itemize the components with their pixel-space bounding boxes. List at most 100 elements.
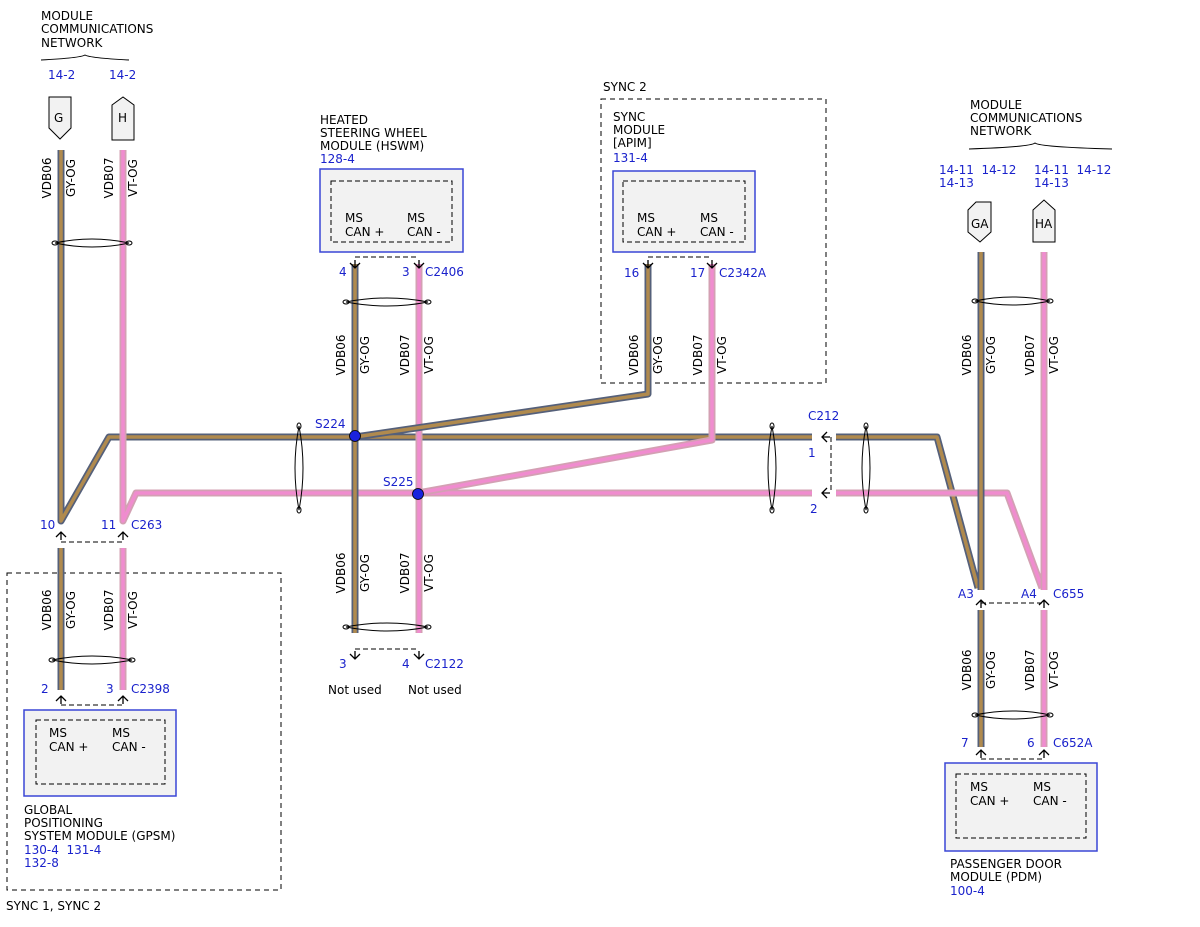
gpsm-pin-plus: 2 [41, 682, 49, 696]
twist-main-3-end-1 [863, 506, 869, 514]
c263-pin-plus: 10 [40, 518, 55, 532]
twist-pdm-end-1 [1046, 712, 1054, 718]
wire-minus-apim-sheath [417, 264, 716, 497]
apim-pin-plus: 16 [624, 266, 639, 280]
apim-minus-label-1: MS [700, 211, 718, 225]
apim-ref: 131-4 [613, 151, 648, 165]
wire-plus-left [59, 150, 355, 523]
splice-s224-label: S224 [315, 417, 346, 431]
twist-main-2 [767, 425, 777, 511]
pdm-connector: C652A [1053, 736, 1093, 750]
vlabel-ga-ha-minus-color: VT-OG [1047, 336, 1061, 374]
twist-main-2-end-0 [769, 422, 775, 430]
connector-dash-links [61, 256, 1044, 760]
hswm-connector: C2406 [425, 265, 464, 279]
gpsm-module: MS CAN + MS CAN - [23, 709, 177, 797]
wire-plus-left-sheath [57, 150, 355, 525]
hswm-plus-label-1: MS [345, 211, 363, 225]
left-network-title-1: MODULE [41, 9, 93, 23]
connector-ha-label: HA [1035, 217, 1053, 231]
left-network-ref-h: 14-2 [109, 68, 136, 82]
vlabel-pdm-minus-color: VT-OG [1047, 651, 1061, 689]
gpsm-title-3: SYSTEM MODULE (GPSM) [24, 829, 175, 843]
right-network-title-3: NETWORK [970, 124, 1033, 138]
arrow-apim-minus [706, 260, 718, 269]
vlabel-gpsm-plus-circuit: VDB06 [40, 590, 54, 631]
twist-gpsm-end-1 [128, 657, 136, 663]
vlabel-hswm-bottom-minus-color: VT-OG [422, 554, 436, 592]
twist-hswm-top [345, 297, 429, 307]
vlabel-left-top-minus-circuit: VDB07 [102, 158, 116, 199]
c655-pin-minus: A4 [1021, 587, 1037, 601]
gpsm-minus-label-2: CAN - [112, 740, 146, 754]
c263-connector: C263 [131, 518, 162, 532]
twist-main-1-end-0 [296, 422, 302, 430]
arrow-apim-plus [642, 260, 654, 269]
twist-main-2-end-1 [769, 506, 775, 514]
left-network-ref-g: 14-2 [48, 68, 75, 82]
arrow-c212-plus [821, 431, 830, 443]
arrow-pdm-plus [975, 749, 987, 758]
vlabel-gpsm-minus-color: VT-OG [126, 591, 140, 629]
hswm-pin-plus: 4 [339, 265, 347, 279]
c655-connector: C655 [1053, 587, 1084, 601]
pdm-minus-label-2: CAN - [1033, 794, 1067, 808]
twist-main-3 [861, 425, 871, 511]
hswm-title-3: MODULE (HSWM) [320, 139, 424, 153]
pdm-plus-label-2: CAN + [970, 794, 1009, 808]
vlabel-pdm-plus-circuit: VDB06 [960, 650, 974, 691]
twist-ga-ha-end-0 [971, 298, 979, 304]
splice-s224-dot [349, 430, 361, 442]
gpsm-title-2: POSITIONING [24, 816, 103, 830]
twist-gpsm [51, 655, 133, 665]
apim-title-1: SYNC [613, 110, 645, 124]
sync1-sync2-group-label: SYNC 1, SYNC 2 [6, 899, 101, 913]
arrow-gpsm-minus [117, 695, 129, 704]
hswm-plus-label-2: CAN + [345, 225, 384, 239]
arrow-pdm-minus [1038, 749, 1050, 758]
vlabel-ga-ha-plus-color: GY-OG [984, 336, 998, 374]
right-network-title-2: COMMUNICATIONS [970, 111, 1082, 125]
gpsm-plus-label-2: CAN + [49, 740, 88, 754]
pdm-pin-plus: 7 [961, 736, 969, 750]
arrow-hswm-minus [413, 260, 425, 269]
arrow-gpsm-plus [55, 695, 67, 704]
twist-hswm-top-end-1 [424, 299, 432, 305]
sync1-sync2-group-box [6, 572, 282, 891]
apim-pin-minus: 17 [690, 266, 705, 280]
vlabel-gpsm-plus-color: GY-OG [64, 591, 78, 629]
splice-s225-label: S225 [383, 475, 414, 489]
apim-plus-label-1: MS [637, 211, 655, 225]
twist-pdm [974, 710, 1051, 720]
vlabel-hswm-top-plus-circuit: VDB06 [334, 335, 348, 376]
vlabel-left-top-plus-circuit: VDB06 [40, 158, 54, 199]
gpsm-ref-1: 130-4 131-4 [24, 843, 101, 857]
apim-minus-label-2: CAN - [700, 225, 734, 239]
sync2-group-label: SYNC 2 [603, 80, 647, 94]
connector-ga-label: GA [971, 217, 989, 231]
vlabel-hswm-bottom-plus-color: GY-OG [358, 554, 372, 592]
vlabel-pdm-plus-color: GY-OG [984, 651, 998, 689]
arrow-hswm-plus [349, 260, 361, 269]
twist-left-top [54, 238, 130, 248]
c2122-connector: C2122 [425, 657, 464, 671]
left-network-brace [40, 54, 130, 61]
pdm-title-2: MODULE (PDM) [950, 870, 1042, 884]
twist-ga-ha-end-1 [1046, 298, 1054, 304]
connector-flag-h: H [111, 96, 135, 141]
vlabel-apim-plus-color: GY-OG [651, 336, 665, 374]
c263-pin-minus: 11 [101, 518, 116, 532]
hswm-ref: 128-4 [320, 152, 355, 166]
arrow-c655-minus [1038, 599, 1050, 608]
pdm-plus-label-1: MS [970, 780, 988, 794]
c2122-pin-plus: 3 [339, 657, 347, 671]
vlabel-hswm-top-minus-circuit: VDB07 [398, 335, 412, 376]
hswm-pin-minus: 3 [402, 265, 410, 279]
vlabel-left-top-minus-color: VT-OG [126, 159, 140, 197]
right-network-title-1: MODULE [970, 98, 1022, 112]
twist-main-1-end-1 [296, 506, 302, 514]
twist-hswm-top-end-0 [342, 299, 350, 305]
vlabel-hswm-bottom-plus-circuit: VDB06 [334, 553, 348, 594]
c212-connector: C212 [808, 409, 839, 423]
